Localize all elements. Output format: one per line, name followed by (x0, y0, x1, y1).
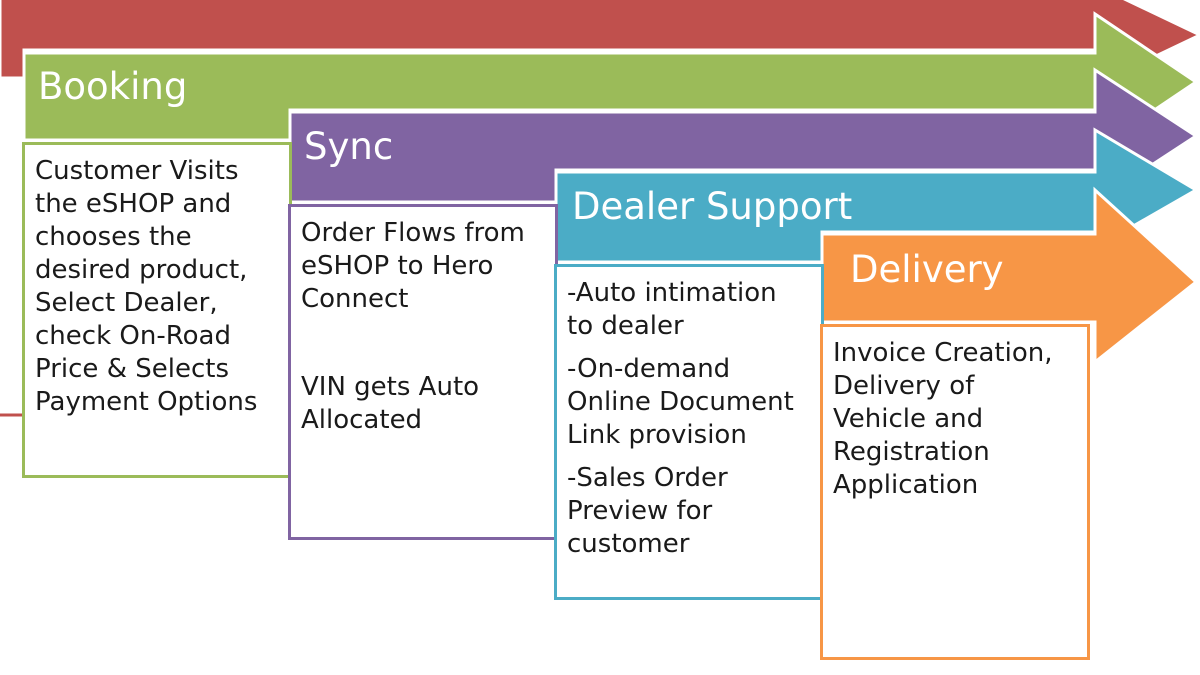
dealer-support-text-3: -Sales Order Preview for customer (567, 463, 728, 559)
dealer-support-text-2: -On-demand Online Document Link provisio… (567, 354, 794, 450)
stage-title-booking: Booking (38, 65, 188, 108)
dealer-support-box: -Auto intimation to dealer -On-demand On… (554, 264, 824, 600)
stage-title-sync: Sync (304, 125, 394, 168)
delivery-text: Invoice Creation, Delivery of Vehicle an… (833, 338, 1053, 500)
stage-title-delivery: Delivery (850, 248, 1004, 291)
booking-text: Customer Visits the eSHOP and chooses th… (35, 156, 258, 417)
dealer-support-text-1: -Auto intimation to dealer (567, 278, 777, 341)
stage-title-dealer-support: Dealer Support (572, 185, 853, 228)
booking-box: Customer Visits the eSHOP and chooses th… (22, 142, 292, 478)
delivery-box: Invoice Creation, Delivery of Vehicle an… (820, 324, 1090, 660)
sync-text-2: VIN gets Auto Allocated (301, 372, 480, 435)
delivery-arrow (820, 186, 1199, 366)
sync-box: Order Flows from eSHOP to Hero Connect V… (288, 204, 558, 540)
sync-text-1: Order Flows from eSHOP to Hero Connect (301, 218, 525, 314)
